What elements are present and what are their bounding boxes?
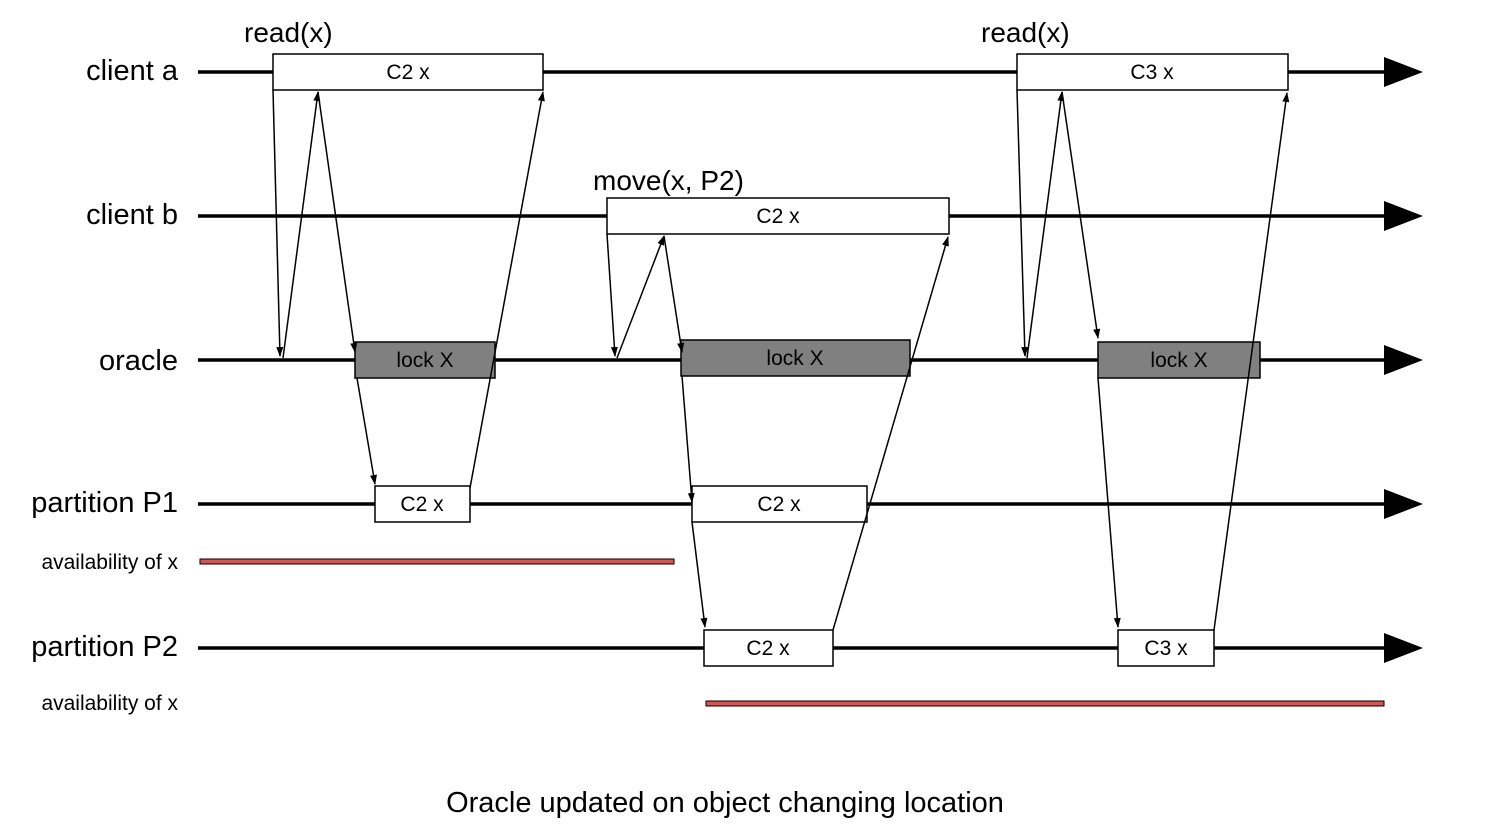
message-arrow [356, 377, 377, 485]
message-arrow [606, 233, 618, 357]
oracle-lock-2-label: lock X [766, 347, 824, 370]
p2-box-1-label: C2 x [746, 637, 790, 660]
oracle-lock-box-3 [1097, 341, 1261, 379]
p2-box-2 [1117, 629, 1215, 667]
client-a-box-2-label: C3 x [1130, 61, 1174, 84]
message-arrow [272, 89, 284, 357]
lane-label-client-a: client a [86, 55, 178, 87]
p2-box-2-label: C3 x [1144, 637, 1188, 660]
message-arrow [282, 91, 321, 359]
oracle-lock-box-2 [680, 339, 911, 377]
operation-label-move: move(x, P2) [593, 165, 744, 196]
message-arrows-read-2 [1016, 89, 1290, 631]
operation-label-read-1: read(x) [244, 17, 333, 48]
lane-label-oracle: oracle [99, 345, 178, 377]
message-arrow [691, 521, 708, 628]
p1-box-1 [374, 485, 471, 523]
oracle-lock-3-label: lock X [1150, 349, 1208, 372]
message-arrow [469, 91, 545, 489]
lane-label-partition-p1: partition P1 [31, 487, 178, 519]
message-arrow [832, 236, 949, 631]
message-arrow [1213, 92, 1290, 631]
client-b-box-1-label: C2 x [756, 205, 800, 228]
oracle-lock-1-label: lock X [396, 349, 454, 372]
availability-bar-p1 [199, 558, 675, 565]
lane-label-partition-p2: partition P2 [31, 631, 178, 663]
message-arrow [1026, 91, 1065, 359]
message-arrow [1016, 89, 1029, 357]
message-arrow [317, 91, 358, 353]
p1-box-1-label: C2 x [400, 493, 444, 516]
message-arrow [663, 235, 685, 353]
client-a-box-2 [1016, 53, 1289, 91]
availability-bar-p2 [705, 700, 1385, 707]
lane-label-availability-p2: availability of x [41, 692, 178, 715]
message-arrow [616, 235, 665, 359]
p1-box-2 [691, 485, 868, 523]
lane-label-availability-p1: availability of x [41, 551, 178, 574]
client-b-box-1 [606, 197, 950, 235]
message-arrow [681, 375, 695, 503]
operation-label-read-2: read(x) [981, 17, 1070, 48]
message-arrow [1061, 91, 1101, 339]
p1-box-2-label: C2 x [757, 493, 801, 516]
oracle-lock-box-1 [354, 341, 496, 379]
diagram-caption: Oracle updated on object changing locati… [446, 787, 1004, 819]
message-arrow [1097, 377, 1121, 628]
lane-label-client-b: client b [86, 199, 178, 231]
message-arrows-read-1 [272, 89, 545, 489]
p2-box-1 [703, 629, 834, 667]
client-a-box-1 [272, 53, 544, 91]
client-a-box-1-label: C2 x [386, 61, 430, 84]
message-arrows-move [606, 233, 949, 631]
